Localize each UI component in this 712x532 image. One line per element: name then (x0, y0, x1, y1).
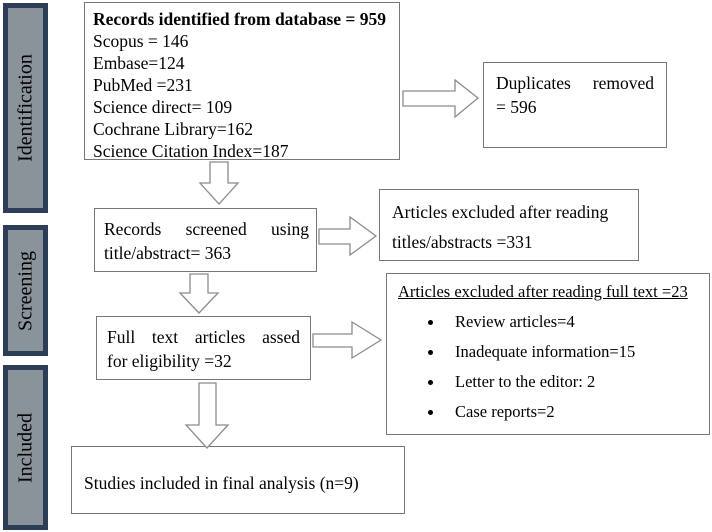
records-scopus: Scopus = 146 (93, 31, 189, 51)
records-identified-box: Records identified from database = 959 S… (84, 2, 400, 161)
stage-included: Included (3, 365, 48, 530)
fulltext-count: for eligibility =32 (107, 351, 232, 371)
records-screened-box: Records screened using title/abstract= 3… (94, 208, 317, 272)
screened-word1: Records (104, 219, 162, 239)
records-pubmed: PubMed =231 (93, 75, 193, 95)
bullet-icon (428, 350, 433, 355)
bullet-icon (428, 380, 433, 385)
fulltext-assessed-box: Full text articles assed for eligibility… (96, 316, 311, 380)
excluded-fulltext-box: Articles excluded after reading full tex… (386, 273, 710, 435)
bullet-icon (428, 410, 433, 415)
arrow-down-fulltext (178, 273, 220, 314)
excluded-item-review: Review articles=4 (455, 312, 575, 331)
excluded-abstracts-line2: titles/abstracts =331 (392, 232, 533, 252)
excluded-item-case: Case reports=2 (455, 402, 555, 421)
screened-word2: screened (185, 219, 247, 239)
arrow-down-included (184, 382, 230, 449)
screened-count: title/abstract= 363 (104, 243, 231, 263)
fulltext-word4: assed (262, 327, 300, 347)
bullet-icon (428, 320, 433, 325)
arrow-right-excluded-abstracts (318, 215, 378, 257)
records-cochrane: Cochrane Library=162 (93, 119, 254, 139)
duplicates-count: = 596 (496, 97, 537, 117)
records-identified-title: Records identified from database = 959 (93, 9, 387, 29)
records-embase: Embase=124 (93, 53, 185, 73)
excluded-fulltext-title: Articles excluded after reading full tex… (398, 282, 688, 301)
duplicates-removed-box: Duplicates removed = 596 (483, 62, 667, 148)
records-sci: Science Citation Index=187 (93, 141, 289, 161)
arrow-down-screened (198, 161, 240, 205)
excluded-abstracts-line1: Articles excluded after reading (392, 202, 609, 222)
records-science-direct: Science direct= 109 (93, 97, 233, 117)
excluded-abstracts-box: Articles excluded after reading titles/a… (379, 189, 639, 261)
arrow-right-duplicates (402, 78, 480, 119)
studies-included-text: Studies included in final analysis (n=9) (84, 473, 359, 493)
fulltext-word1: Full (107, 327, 136, 347)
arrow-right-excluded-fulltext (312, 320, 383, 360)
stage-screening: Screening (3, 225, 48, 356)
screened-word3: using (271, 219, 309, 239)
fulltext-word3: articles (194, 327, 246, 347)
duplicates-word2: removed (592, 73, 654, 93)
stage-identification: Identification (3, 3, 48, 213)
excluded-item-letter: Letter to the editor: 2 (455, 372, 596, 391)
excluded-item-inadequate: Inadequate information=15 (455, 342, 636, 361)
duplicates-word1: Duplicates (496, 73, 571, 93)
studies-included-box: Studies included in final analysis (n=9) (71, 446, 405, 514)
fulltext-word2: text (151, 327, 179, 347)
